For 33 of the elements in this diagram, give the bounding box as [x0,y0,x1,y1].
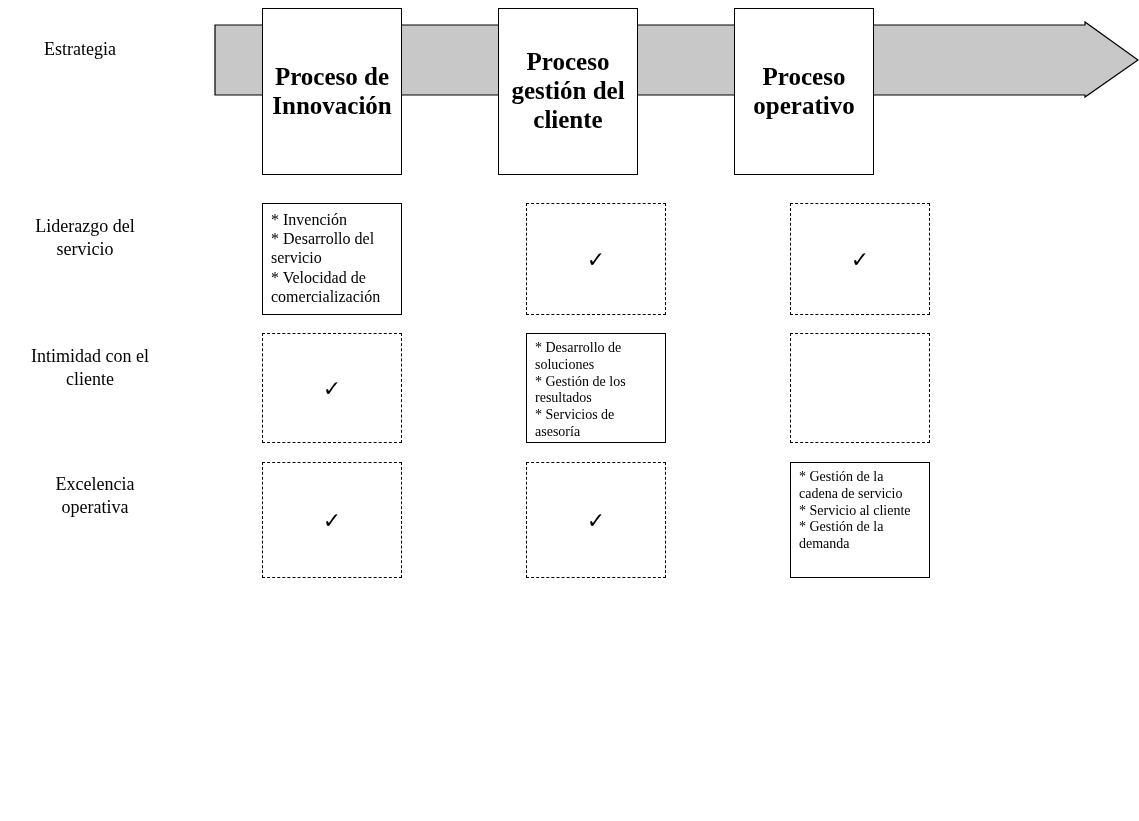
check-mark: ✓ [322,507,342,533]
matrix-cell [790,203,930,315]
bullet-list: * Gestión de la demanda [799,519,921,553]
bullet-list: * Gestión de los resultados [535,373,657,408]
row-label: Liderazgo del servicio [34,215,136,262]
matrix-cell [262,462,402,578]
matrix-cell [262,203,402,315]
process-heading: Proceso de Innovación [271,62,393,121]
process-box [498,8,638,175]
bullet-list: * Servicio al cliente [799,502,911,520]
bullet-list: * Invención [271,210,347,230]
bullet-list: * Desarrollo de soluciones [535,340,657,374]
process-heading: Proceso gestión del cliente [510,48,626,135]
row-label: Excelencia operativa [54,473,136,520]
check-mark: ✓ [850,246,870,272]
bullet-list: * Desarrollo del servicio [271,229,393,268]
check-mark: ✓ [322,375,342,401]
matrix-cell [262,333,402,443]
row-label: Estrategia [43,38,117,61]
bullet-list: * Servicios de asesoría [535,407,657,441]
check-mark: ✓ [586,246,606,272]
empty-box [790,333,930,443]
process-heading: Proceso operativo [752,62,856,121]
row-label: Intimidad con el cliente [30,345,150,392]
matrix-cell [526,462,666,578]
check-mark: ✓ [586,507,606,533]
process-box [734,8,874,175]
bullet-list: * Gestión de la cadena de servicio [799,469,921,503]
process-box [262,8,402,175]
matrix-cell [526,203,666,315]
bullet-list: * Velocidad de comercialización [271,267,393,306]
matrix-cell [526,333,666,443]
matrix-cell [790,462,930,578]
